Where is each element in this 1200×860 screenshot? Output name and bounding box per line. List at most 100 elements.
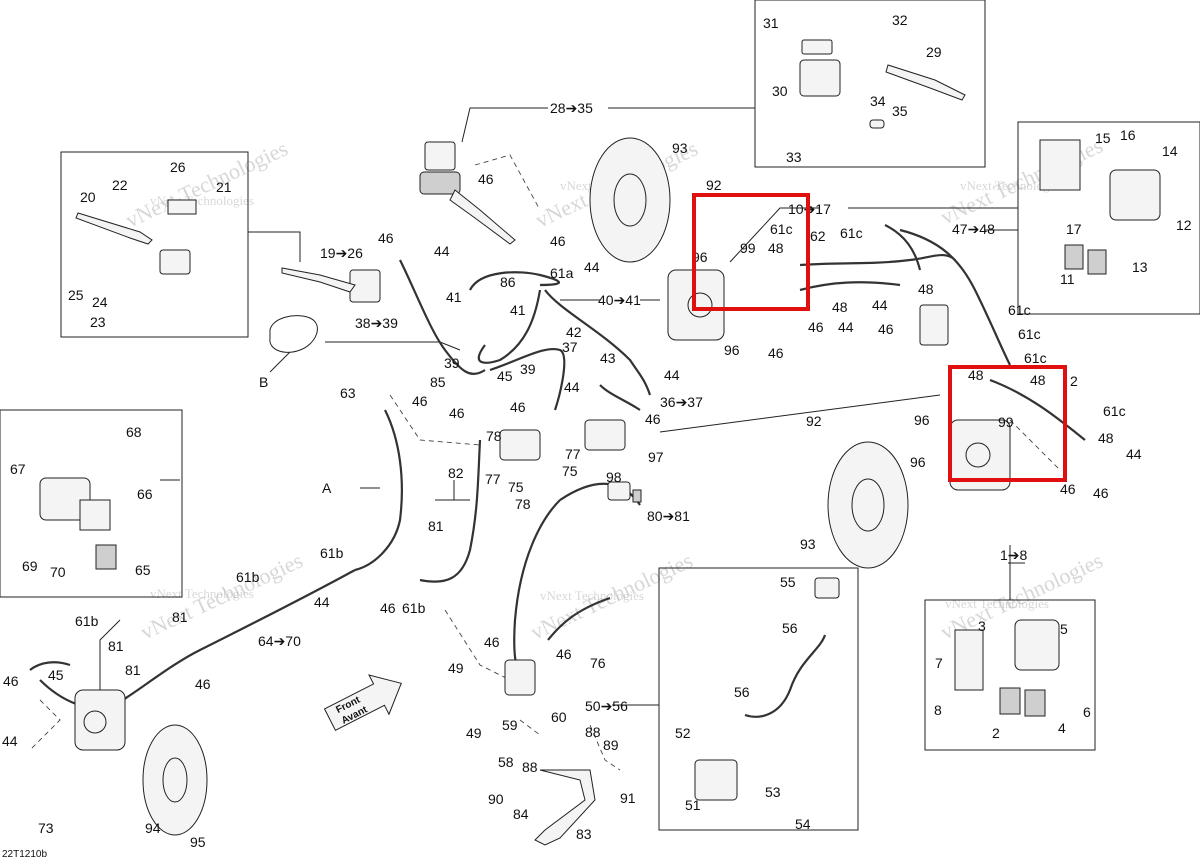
callout-label: 2 (992, 725, 1000, 741)
callout-label: 46 (412, 393, 428, 409)
callout-label: 46 (878, 321, 894, 337)
callout-label: 75 (562, 463, 578, 479)
detail-parts-rear-master-box (694, 577, 840, 801)
callout-label: 46 (510, 399, 526, 415)
callout-label: 51 (685, 797, 701, 813)
callout-label: 44 (872, 297, 888, 313)
callout-label: 46 (645, 411, 661, 427)
callout-label: 53 (765, 784, 781, 800)
callout-label: 46 (1060, 481, 1076, 497)
callout-label: 17 (1066, 221, 1082, 237)
distribution-block (499, 304, 949, 461)
callout-label: 43 (600, 350, 616, 366)
callout-label: 46 (556, 646, 572, 662)
callout-label: 26 (170, 159, 186, 175)
view-a-marker (435, 480, 470, 501)
callout-label: 20 (80, 189, 96, 205)
callout-label: 88 (522, 759, 538, 775)
callout-label: 31 (763, 15, 779, 31)
callout-label: 97 (648, 449, 664, 465)
callout-label: 61c (1008, 302, 1031, 318)
callout-label: 39 (444, 355, 460, 371)
callout-label: 80➔81 (647, 508, 690, 524)
callout-label: 48 (968, 367, 984, 383)
callout-label: 62 (810, 228, 826, 244)
callout-label: 44 (838, 319, 854, 335)
callout-label: 46 (3, 673, 19, 689)
callout-label: 61a (550, 265, 574, 281)
callout-label: 61c (1103, 403, 1126, 419)
callout-label: 46 (449, 405, 465, 421)
detail-parts-top (799, 39, 966, 129)
callout-label: 12 (1176, 217, 1192, 233)
callout-label: 33 (786, 149, 802, 165)
callout-label: 83 (576, 826, 592, 842)
callout-label: 48 (768, 240, 784, 256)
callout-label: 44 (564, 379, 580, 395)
figure-code: 22T1210b (2, 849, 47, 860)
detail-parts-left-caliper-box (39, 477, 117, 570)
callout-label: 93 (672, 140, 688, 156)
callout-label: 61b (236, 569, 260, 585)
callout-label: 46 (378, 230, 394, 246)
callout-label: 46 (1093, 485, 1109, 501)
detail-parts-handlebar-box (75, 199, 197, 275)
callout-label: 89 (603, 737, 619, 753)
callout-label: 96 (914, 412, 930, 428)
callout-label: 84 (513, 806, 529, 822)
alignment-dashes (29, 154, 1061, 771)
callout-label: 81 (172, 609, 188, 625)
callout-label: 81 (125, 662, 141, 678)
callout-label: 61c (1018, 326, 1041, 342)
callout-label: 7 (935, 655, 943, 671)
callout-label: 93 (800, 536, 816, 552)
callout-label: 34 (870, 93, 886, 109)
callout-label: 21 (216, 179, 232, 195)
callout-label: 90 (488, 791, 504, 807)
callout-label: 46 (768, 345, 784, 361)
callout-label: 1➔8 (1000, 547, 1028, 563)
callout-label: 66 (137, 486, 153, 502)
callout-label: 98 (606, 469, 622, 485)
detail-box-handlebar-master-cylinder (60, 151, 249, 338)
callout-label: 32 (892, 12, 908, 28)
callout-label: 36➔37 (660, 394, 703, 410)
callout-label: 94 (145, 820, 161, 836)
callout-label: 24 (92, 294, 108, 310)
callout-label: 55 (780, 574, 796, 590)
callout-label: 37 (562, 339, 578, 355)
watermark-text: vNext Technologies (540, 588, 644, 603)
callout-label: 78 (486, 428, 502, 444)
callout-label: 61c (840, 225, 863, 241)
callout-label: 40➔41 (598, 292, 641, 308)
callout-label: 54 (795, 816, 811, 832)
callout-label: 13 (1132, 259, 1148, 275)
callout-label: 16 (1120, 127, 1136, 143)
callout-label: 95 (190, 834, 206, 850)
callout-label: 47➔48 (952, 221, 995, 237)
callout-label: 61b (402, 600, 426, 616)
callout-label: 78 (515, 496, 531, 512)
callout-label: 48 (832, 299, 848, 315)
callout-label: 58 (498, 754, 514, 770)
callout-label: 46 (478, 171, 494, 187)
callout-label: 48 (1030, 372, 1046, 388)
callout-label: 91 (620, 790, 636, 806)
callout-label: 67 (10, 461, 26, 477)
callout-labels: 28➔35 31 32 29 30 34 35 33 93 92 10➔17 6… (2, 12, 1192, 850)
highlight-box-front-right-bracket (948, 365, 1067, 482)
callout-label: 76 (590, 655, 606, 671)
callout-label: 2 (1070, 373, 1078, 389)
callout-label: 68 (126, 424, 142, 440)
callout-label: 82 (448, 465, 464, 481)
callout-label: 64➔70 (258, 633, 301, 649)
callout-label: 61c (1024, 350, 1047, 366)
brake-disc-front-left (589, 137, 671, 263)
callout-label: 38➔39 (355, 315, 398, 331)
callout-label: 48 (918, 281, 934, 297)
callout-label: 61c (770, 221, 793, 237)
callout-label: 39 (520, 361, 536, 377)
callout-label: 30 (772, 83, 788, 99)
brake-disc-rear (142, 724, 208, 836)
callout-label: 81 (108, 638, 124, 654)
